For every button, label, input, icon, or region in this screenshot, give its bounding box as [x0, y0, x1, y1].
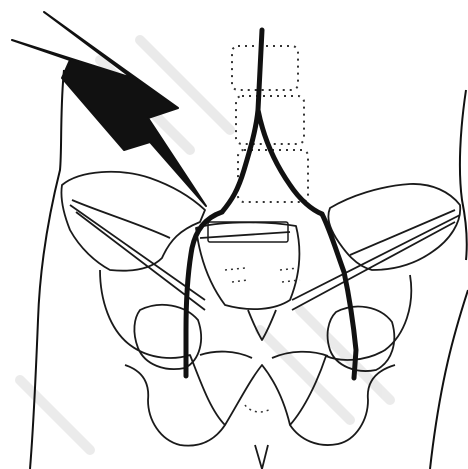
vessels — [186, 30, 356, 378]
pubic-arch — [225, 365, 290, 425]
pelvis — [61, 172, 460, 469]
right-iliac-wing — [328, 184, 460, 270]
right-si-line-b — [292, 222, 455, 310]
pubic-symphysis — [255, 445, 268, 469]
right-hip-socket — [328, 307, 395, 371]
right-hip-line — [430, 290, 468, 469]
vertebra-l4 — [236, 96, 304, 144]
left-si-line-a — [70, 205, 205, 300]
sacrum-top — [200, 232, 290, 238]
right-si-line-a — [292, 215, 460, 300]
vertebra-l3 — [232, 46, 298, 90]
right-iliac-crest-inner — [350, 210, 455, 255]
central-vessel-right — [258, 110, 322, 214]
body-outline — [30, 70, 468, 469]
left-pubic-ramus — [200, 352, 252, 358]
left-pelvic-side — [100, 270, 225, 446]
lightning-bolt-arrow-icon — [12, 12, 206, 206]
sacral-body — [208, 222, 288, 242]
right-torso-line — [460, 90, 467, 260]
